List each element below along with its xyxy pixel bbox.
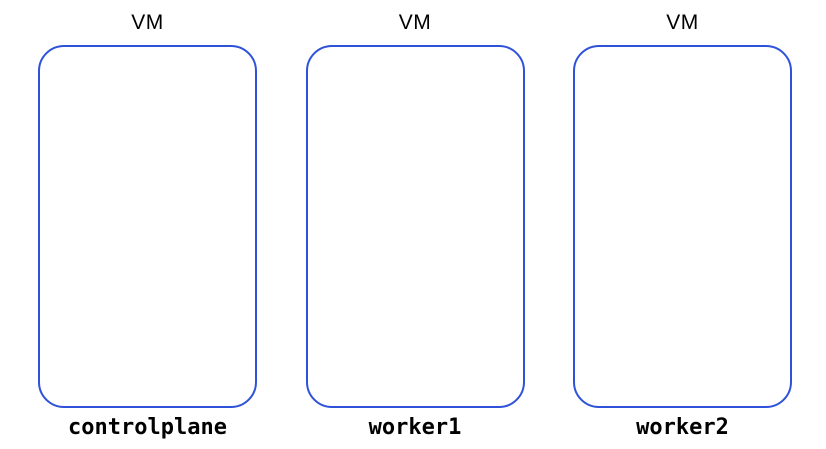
vm-row: VM controlplane VM worker1 VM worker2 <box>38 0 792 449</box>
vm-name-label: controlplane <box>68 415 227 440</box>
vm-name-label: worker1 <box>368 415 462 440</box>
vm-type-label: VM <box>131 11 164 34</box>
vm-node-controlplane: VM controlplane <box>38 0 257 449</box>
vm-type-label: VM <box>666 11 699 34</box>
vm-node-worker2: VM worker2 <box>573 0 792 449</box>
vm-box <box>573 45 792 408</box>
vm-box <box>38 45 257 408</box>
vm-node-worker1: VM worker1 <box>305 0 525 449</box>
vm-type-label: VM <box>398 11 432 34</box>
vm-name-label: worker2 <box>636 415 729 440</box>
vm-box <box>305 45 525 408</box>
